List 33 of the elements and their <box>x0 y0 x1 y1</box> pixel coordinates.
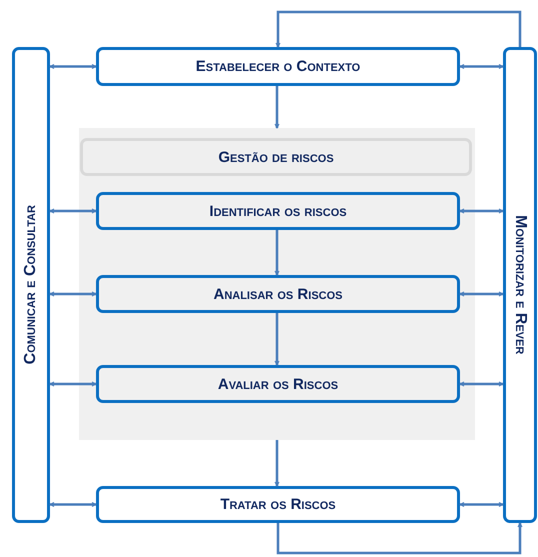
box-label: Comunicar e Consultar <box>22 205 40 365</box>
arrow <box>460 64 504 69</box>
arrow <box>274 230 280 276</box>
box-label: Analisar os Riscos <box>213 286 342 302</box>
arrow <box>460 208 504 214</box>
box-label: Monitorizar e Rever <box>511 215 529 355</box>
arrow <box>50 502 96 507</box>
arrow <box>460 502 504 507</box>
box-label: Estabelecer o Contexto <box>196 58 360 75</box>
arrow <box>274 313 280 366</box>
header-box <box>80 138 472 176</box>
arrow <box>276 10 522 48</box>
arrow <box>274 86 280 128</box>
side-box <box>12 47 50 523</box>
process-box <box>96 486 460 523</box>
side-box <box>503 47 537 523</box>
box-label: Avaliar os Riscos <box>218 376 338 392</box>
arrow <box>460 382 504 386</box>
process-box <box>96 47 460 86</box>
box-label: Gestão de riscos <box>218 148 334 166</box>
box-label: Identificar os riscos <box>209 202 347 220</box>
panel-background <box>79 128 475 440</box>
process-box <box>96 275 460 313</box>
arrow <box>50 292 96 296</box>
process-box <box>96 192 460 230</box>
process-box <box>96 365 460 403</box>
arrow <box>50 64 96 69</box>
box-label: Tratar os Riscos <box>220 496 336 513</box>
arrow <box>50 208 96 214</box>
arrow <box>274 440 280 486</box>
arrow <box>276 522 522 554</box>
arrow <box>50 382 96 386</box>
arrow <box>460 292 504 296</box>
